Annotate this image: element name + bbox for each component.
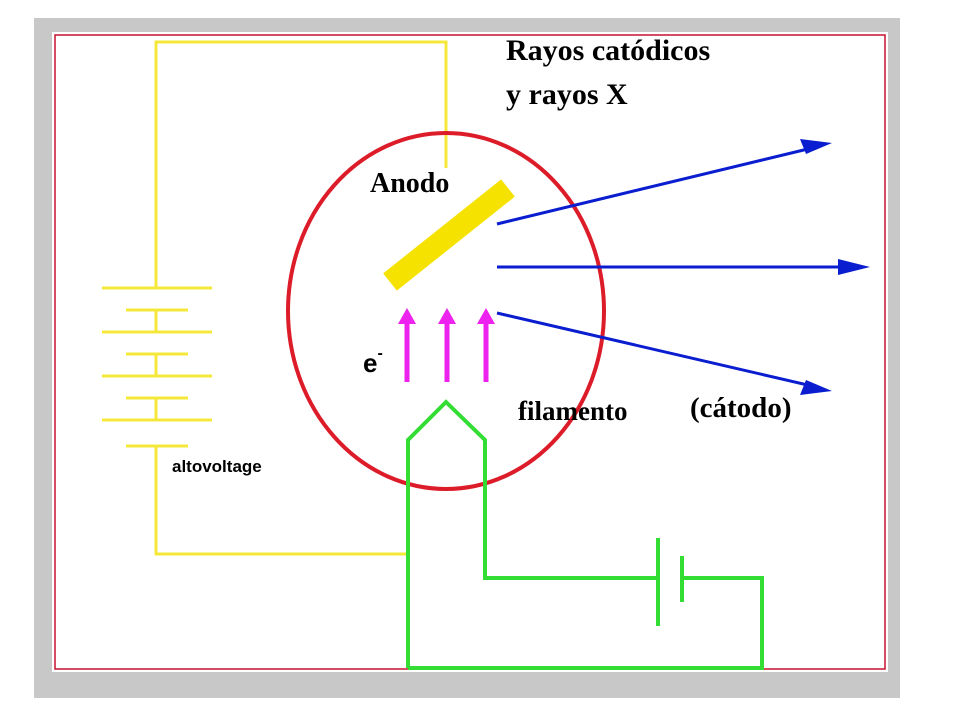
cathode-label: (cátodo) [690,392,792,424]
anode-plate [383,179,515,291]
filament-label: filamento [518,396,628,426]
high-voltage-circuit [154,40,448,556]
electron-symbol: e [363,348,378,378]
battery-high-voltage [102,286,212,448]
hv-wire-bottom [154,446,410,556]
filament-wire-right [408,576,764,670]
x-ray-lower [496,311,813,388]
electron-charge: - [377,345,383,362]
vacuum-tube [286,131,606,491]
high-voltage-label: altovoltage [172,457,262,476]
x-ray-upper [496,146,813,226]
electron-arrowhead [438,308,456,324]
hv-wire-top [154,40,448,288]
electron-arrowheads [398,308,495,324]
filament-circuit [406,399,764,670]
filament-wire-left [406,399,658,668]
x-ray-arrowhead [800,380,832,395]
canvas-background [52,32,888,672]
title-line-2: y rayos X [506,78,628,111]
x-ray-arrowhead [800,139,832,154]
anode-label: Anodo [370,168,450,199]
electron-beam [404,318,489,382]
title-line-1: Rayos catódicos [506,34,711,67]
x-ray-arrowhead [838,259,870,275]
x-ray-arrowheads [800,139,870,395]
x-ray-beams [496,146,850,388]
electron-arrowhead [477,308,495,324]
electron-arrowhead [398,308,416,324]
electron-label: e- [363,346,383,378]
